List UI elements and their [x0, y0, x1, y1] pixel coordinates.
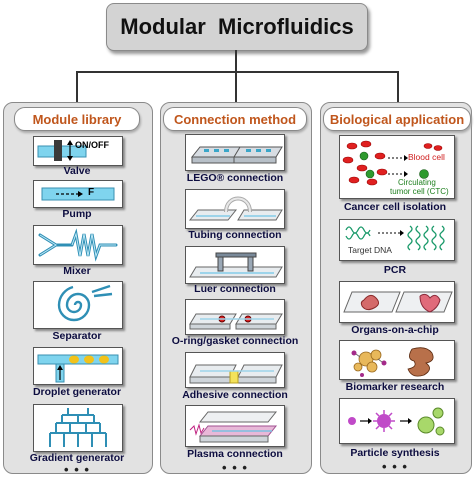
ctc-text-2: tumor cell (CTC): [390, 187, 449, 196]
separator-label: Separator: [52, 330, 102, 342]
header-module-library: Module library: [14, 107, 140, 131]
blood-cell-text: Blood cell: [408, 152, 445, 162]
biomarker-card: [339, 340, 455, 380]
particle-synthesis-label: Particle synthesis: [350, 447, 440, 459]
particle-synthesis-card: [339, 398, 455, 444]
luer-connection-card: [185, 246, 285, 284]
pump-label: Pump: [62, 208, 92, 220]
adhesive-connection-icon: [189, 364, 283, 384]
particle-synthesis-icon: [348, 407, 445, 436]
target-dna-text: Target DNA: [348, 245, 392, 255]
gradient-generator-icon: [49, 408, 107, 447]
header-connection-method: Connection method: [163, 107, 307, 131]
oring-connection-icon: [189, 313, 283, 330]
valve-icon: [37, 140, 87, 161]
biomarker-icon: [351, 347, 434, 377]
organ-chip-label: Organs-on-a-chip: [351, 324, 439, 336]
cancer-cell-card: Blood cell Circulating tumor cell (CTC): [339, 135, 455, 199]
separator-card: [33, 281, 123, 329]
droplet-generator-card: [33, 347, 123, 385]
mixer-icon: [38, 228, 118, 262]
connector-right: [397, 71, 399, 107]
organ-chip-card: [339, 281, 455, 323]
luer-connection-label: Luer connection: [194, 283, 276, 295]
header-biological-application: Biological application: [323, 107, 471, 131]
gradient-generator-card: [33, 404, 123, 452]
organ-chip-icon: [343, 291, 453, 313]
valve-onoff-text: ON/OFF: [75, 140, 109, 150]
mixer-card: [33, 225, 123, 265]
plasma-connection-label: Plasma connection: [187, 448, 283, 460]
plasma-connection-card: [185, 405, 285, 447]
valve-label: Valve: [63, 165, 91, 177]
pcr-label: PCR: [383, 264, 407, 276]
biological-application-more: • • •: [382, 459, 408, 474]
droplet-generator-label: Droplet generator: [32, 386, 122, 398]
biomarker-label: Biomarker research: [345, 381, 445, 393]
pump-force-text: F: [88, 187, 95, 198]
diagram-title: Modular Microfluidics: [106, 3, 368, 51]
oring-connection-card: [185, 299, 285, 335]
cancer-cell-icon: [342, 140, 443, 186]
connector-bar: [76, 71, 398, 73]
lego-connection-icon: [190, 146, 283, 164]
separator-icon: [57, 284, 113, 322]
lego-connection-label: LEGO® connection: [186, 172, 284, 184]
tubing-connection-card: [185, 189, 285, 229]
lego-connection-card: [185, 134, 285, 171]
ctc-text-1: Circulating: [398, 178, 436, 187]
pump-icon: [41, 187, 115, 201]
valve-card: ON/OFF: [33, 136, 123, 166]
gradient-generator-label: Gradient generator: [29, 452, 125, 464]
connector-left: [76, 71, 78, 107]
connector-middle: [235, 71, 237, 107]
adhesive-connection-card: [185, 352, 285, 388]
droplet-generator-icon: [37, 354, 119, 383]
connector-trunk: [235, 50, 237, 72]
plasma-connection-icon: [189, 411, 278, 443]
tubing-connection-icon: [188, 196, 283, 221]
tubing-connection-label: Tubing connection: [188, 229, 282, 241]
pcr-icon: [345, 225, 445, 251]
pcr-card: Target DNA: [339, 219, 455, 261]
adhesive-connection-label: Adhesive connection: [182, 389, 288, 401]
luer-connection-icon: [189, 252, 283, 278]
pump-card: F: [33, 180, 123, 208]
mixer-label: Mixer: [63, 265, 91, 277]
connection-method-more: • • •: [222, 460, 248, 475]
oring-connection-label: O-ring/gasket connection: [171, 335, 299, 347]
module-library-more: • • •: [64, 462, 90, 477]
cancer-cell-label: Cancer cell isolation: [343, 201, 447, 213]
